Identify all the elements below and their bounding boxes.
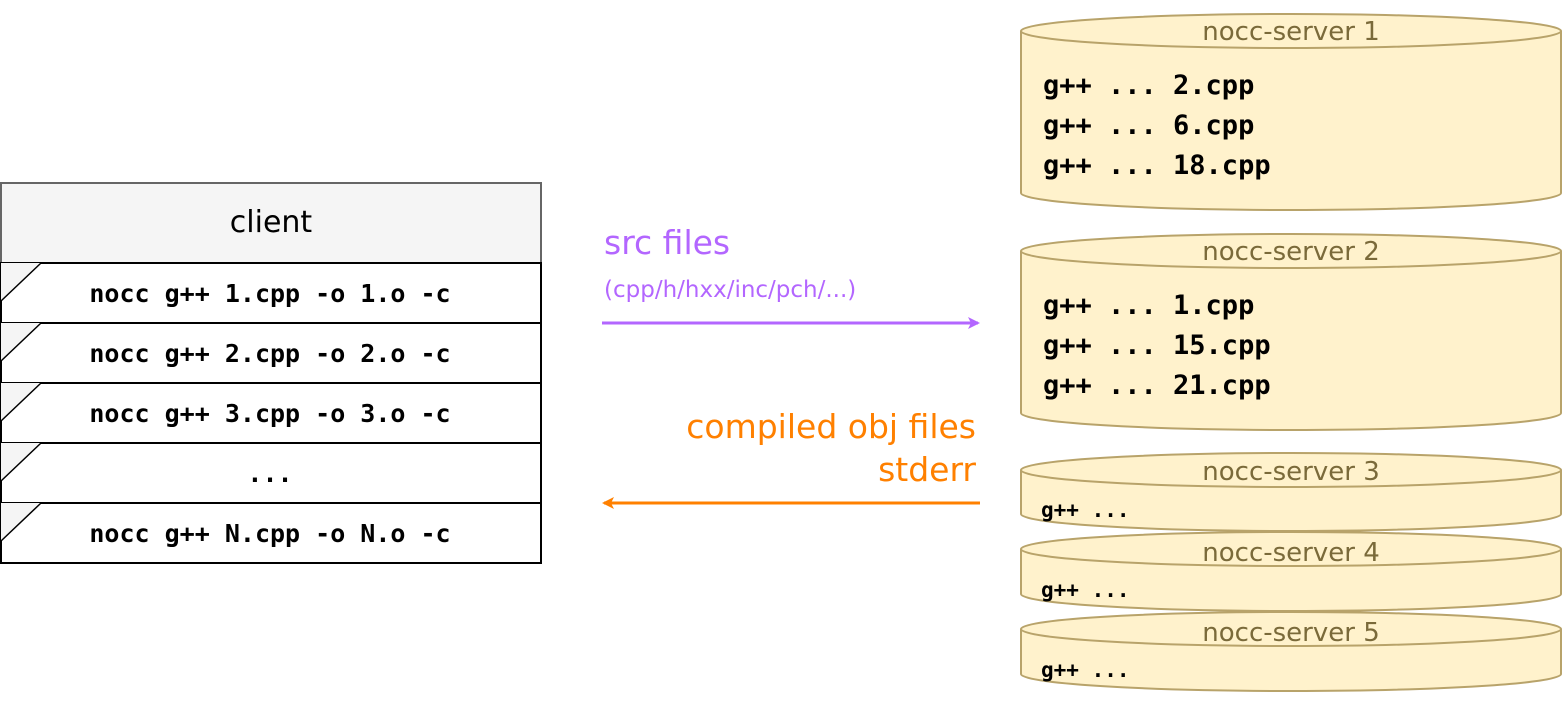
server-title: nocc-server 3 [1202, 457, 1379, 487]
server-command: g++ ... 2.cpp [1043, 70, 1254, 101]
client-row: nocc g++ 3.cpp -o 3.o -c [0, 382, 542, 444]
client-title: client [230, 205, 313, 240]
src-files-sublabel: (cpp/h/hxx/inc/pch/...) [604, 277, 856, 303]
server-command: g++ ... 21.cpp [1043, 370, 1271, 401]
server-cylinder-1: nocc-server 1 g++ ... 2.cpp g++ ... 6.cp… [1020, 13, 1562, 211]
src-files-arrow-group: src files (cpp/h/hxx/inc/pch/...) [602, 223, 980, 329]
server-command: g++ ... 6.cpp [1043, 110, 1254, 141]
server-command: g++ ... 1.cpp [1043, 290, 1254, 321]
client-header [0, 182, 542, 264]
client-row: nocc g++ 2.cpp -o 2.o -c [0, 322, 542, 384]
server-title: nocc-server 4 [1202, 538, 1379, 568]
server-command: g++ ... [1041, 498, 1130, 522]
server-cylinder-5: nocc-server 5 g++ ... [1020, 611, 1562, 692]
server-cylinder-4: nocc-server 4 g++ ... [1020, 531, 1562, 612]
stderr-label: stderr [878, 450, 976, 489]
client-box: client nocc g++ 1.cpp -o 1.o -c nocc g++… [0, 182, 542, 564]
server-title: nocc-server 2 [1202, 237, 1379, 267]
client-row-text: nocc g++ 1.cpp -o 1.o -c [89, 279, 450, 308]
server-title: nocc-server 5 [1202, 618, 1379, 648]
obj-files-arrow-group: compiled obj files stderr [602, 407, 980, 509]
server-command: g++ ... [1041, 578, 1130, 602]
server-command: g++ ... 15.cpp [1043, 330, 1271, 361]
client-row-text: nocc g++ 3.cpp -o 3.o -c [89, 399, 450, 428]
server-cylinder-2: nocc-server 2 g++ ... 1.cpp g++ ... 15.c… [1020, 233, 1562, 431]
server-command: g++ ... 18.cpp [1043, 150, 1271, 181]
server-cylinder-3: nocc-server 3 g++ ... [1020, 452, 1562, 532]
obj-files-label: compiled obj files [686, 407, 976, 446]
client-row: nocc g++ 1.cpp -o 1.o -c [0, 262, 542, 324]
client-row-text: nocc g++ 2.cpp -o 2.o -c [89, 339, 450, 368]
client-row-text: ... [247, 459, 292, 488]
src-files-label: src files [604, 223, 730, 262]
client-row: ... [0, 442, 542, 504]
server-command: g++ ... [1041, 658, 1130, 682]
server-title: nocc-server 1 [1202, 17, 1379, 47]
client-row-text: nocc g++ N.cpp -o N.o -c [89, 519, 450, 548]
client-row: nocc g++ N.cpp -o N.o -c [0, 502, 542, 564]
